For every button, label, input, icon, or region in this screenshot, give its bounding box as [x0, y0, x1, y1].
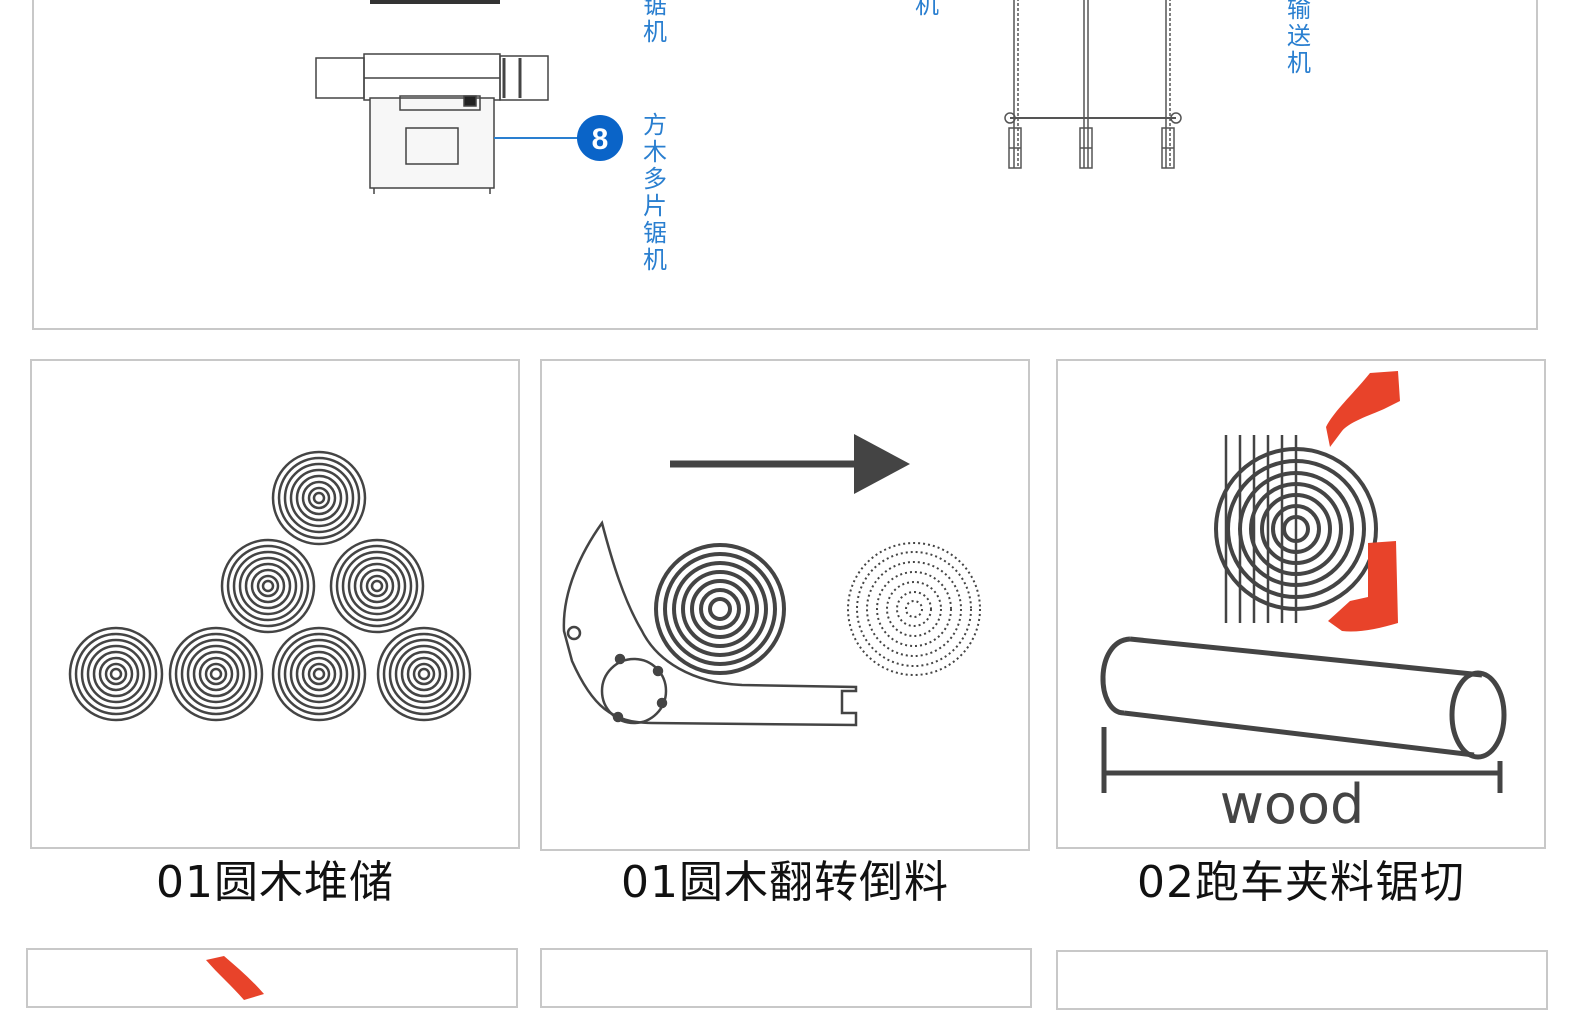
step-caption-1: 01圆木堆储 [156, 857, 394, 908]
marker-number: 8 [592, 123, 609, 156]
log-end-icon [329, 538, 425, 634]
process-diagram-panel: 8 锯机 机 输送机 方木多片锯机 [32, 0, 1538, 330]
log-end-icon [376, 626, 472, 722]
log-end-icon [168, 626, 264, 722]
cutoff-label-bar [370, 0, 500, 4]
log-end-icon [1214, 447, 1378, 611]
direction-arrow-icon [670, 434, 910, 494]
log-cylinder-icon [1100, 636, 1507, 760]
flipper-arm-icon [562, 520, 858, 727]
log-end-icon [271, 626, 367, 722]
log-end-icon [220, 538, 316, 634]
log-flip-icon [562, 434, 981, 727]
red-clamp-icon [1326, 371, 1400, 632]
measure-bar-icon [1101, 727, 1503, 793]
step-card-4 [26, 948, 518, 1008]
label-saw-left: 锯机 [643, 0, 667, 46]
step-caption-3: 02跑车夹料锯切 [1137, 857, 1465, 908]
step-card-5 [540, 948, 1032, 1008]
number-marker-8 [577, 115, 623, 161]
conveyor-frame-icon [1004, 0, 1182, 169]
step-card-log-flip [540, 359, 1030, 851]
label-mid: 机 [915, 0, 939, 19]
red-clamp-partial-icon [206, 956, 264, 1000]
log-end-icon [271, 450, 367, 546]
step-caption-2: 01圆木翻转倒料 [621, 857, 949, 908]
layout-drawing: 8 [315, 0, 1182, 194]
wood-label: wood [1220, 773, 1365, 836]
solid-log-icon [654, 543, 786, 675]
carriage-clamp-saw-icon: wood [1100, 371, 1507, 836]
log-stack-icon [68, 450, 472, 722]
dotted-log-ghost-icon [847, 542, 981, 676]
step-card-carriage-saw: wood [1056, 359, 1546, 849]
label-conveyor: 输送机 [1287, 0, 1311, 77]
label-multi-blade-saw: 方木多片锯机 [643, 111, 667, 274]
step-card-6 [1056, 950, 1548, 1010]
step-card-log-storage [30, 359, 520, 849]
multi-blade-saw-machine-icon [315, 53, 549, 194]
log-end-icon [68, 626, 164, 722]
